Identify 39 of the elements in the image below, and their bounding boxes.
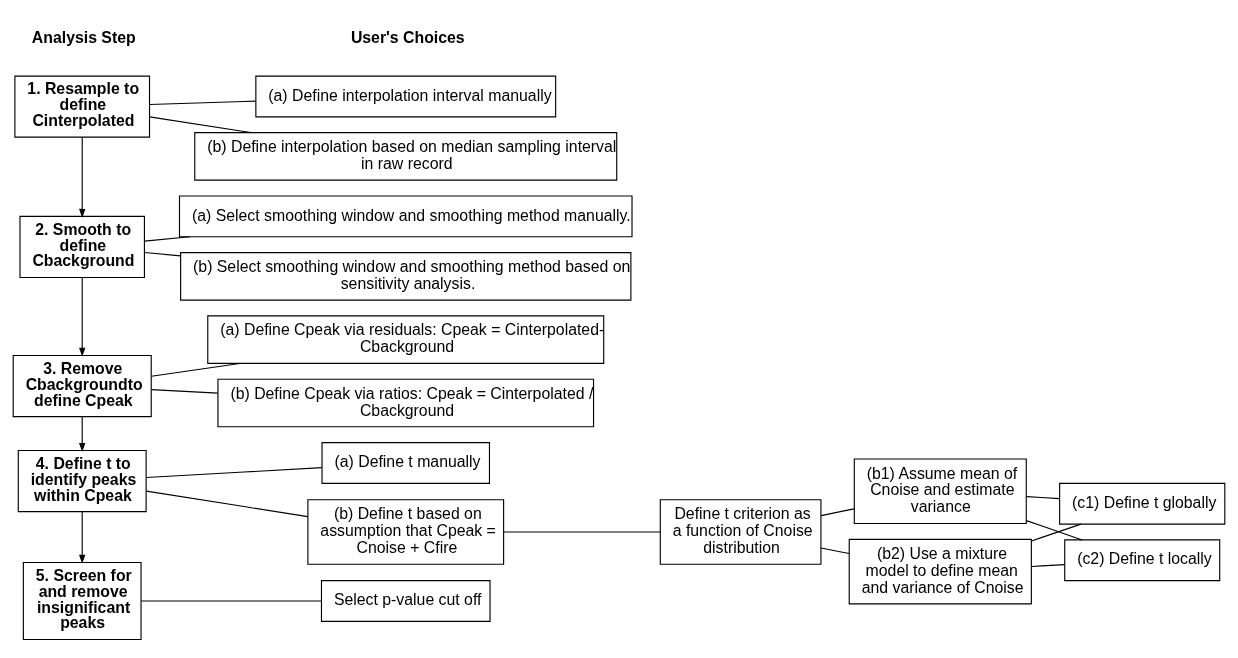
node-box: (b2) Use a mixture model to define mean and variance of Cnoise xyxy=(848,538,1032,604)
node-box: 1. Resample to define Cinterpolated xyxy=(14,75,151,138)
connector xyxy=(143,251,182,256)
connector xyxy=(1031,523,1082,541)
connector xyxy=(143,235,191,242)
node-box: (b) Define interpolation based on median sampling interval in raw record xyxy=(194,131,618,181)
connector xyxy=(1031,563,1066,567)
node-box: (c1) Define t globally xyxy=(1059,482,1226,525)
node-box: 2. Smooth to define Cbackground xyxy=(19,215,145,278)
arrow xyxy=(79,136,86,218)
connector xyxy=(148,115,252,133)
node-box: Select p-value cut off xyxy=(320,579,491,622)
node-box: (b) Define Cpeak via ratios: Cpeak = Cinterpolated / Cbackground xyxy=(217,378,595,427)
node-box: (b) Define t based on assumption that Cpeak = Cnoise + Cfire xyxy=(307,498,505,565)
connector xyxy=(145,466,323,478)
node-box: (a) Define interpolation interval manually xyxy=(255,75,557,117)
arrow xyxy=(79,276,86,357)
connector xyxy=(145,490,309,517)
node-box: (b) Select smoothing window and smoothing method based on sensitivity analysis. xyxy=(180,251,632,301)
connector xyxy=(140,599,322,602)
connector xyxy=(1025,519,1083,540)
node-box: (b1) Assume mean of Cnoise and estimate variance xyxy=(853,457,1027,524)
node-box: (c2) Define t locally xyxy=(1064,538,1221,581)
label: Analysis Step xyxy=(31,28,136,46)
connector xyxy=(503,530,661,533)
node-box: 5. Screen for and remove insignificant peaks xyxy=(22,561,142,640)
connector xyxy=(820,546,850,554)
node-box: (a) Define t manually xyxy=(321,441,491,484)
arrow xyxy=(79,510,86,564)
node-box: 4. Define t to identify peaks within Cpeak xyxy=(17,449,147,512)
connector xyxy=(148,100,257,105)
connector xyxy=(1025,495,1060,499)
label: User's Choices xyxy=(350,28,465,46)
node-box: (a) Select smoothing window and smoothing method manually. xyxy=(178,194,633,237)
node-box: Define t criterion as a function of Cnoise distribution xyxy=(659,498,822,565)
connector xyxy=(150,388,219,394)
connector xyxy=(820,507,855,516)
arrow xyxy=(79,415,86,452)
node-box: 3. Remove Cbackgroundto define Cpeak xyxy=(12,354,152,417)
